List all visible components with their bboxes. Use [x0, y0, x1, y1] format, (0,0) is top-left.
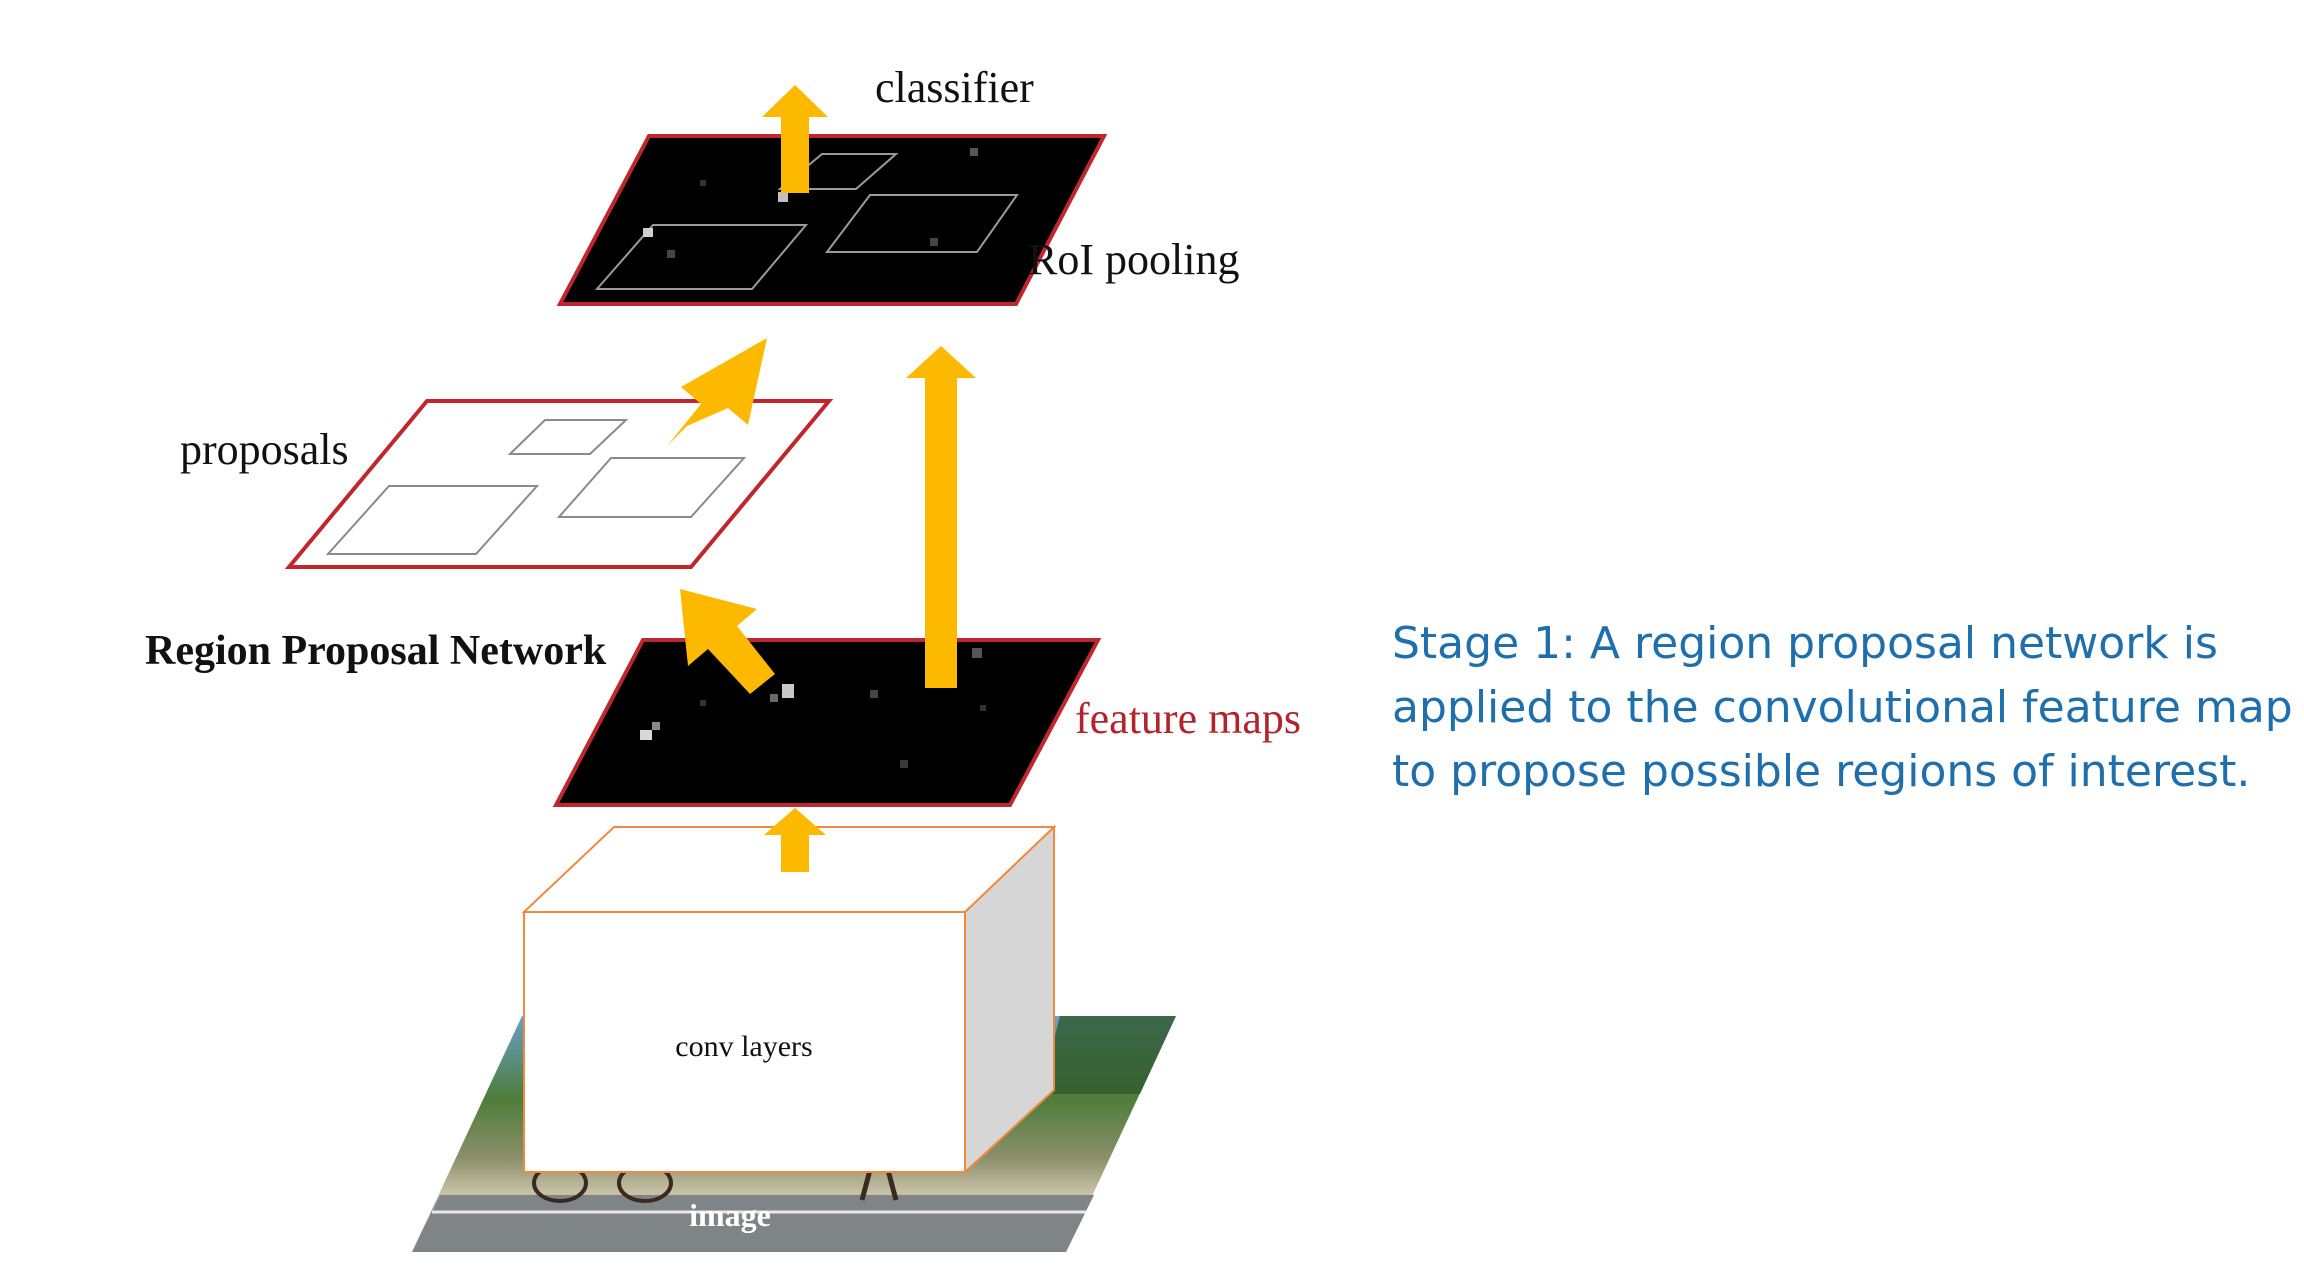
- proposals-label: proposals: [180, 425, 349, 474]
- roi-pooling-label: RoI pooling: [1028, 235, 1239, 284]
- arrow-feature-to-roi: [906, 346, 976, 688]
- feature-maps-label: feature maps: [1075, 694, 1301, 743]
- arrow-proposals-to-roi: [667, 338, 767, 446]
- rpn-label: Region Proposal Network: [145, 628, 607, 674]
- arrow-roi-to-classifier: [762, 85, 828, 193]
- arrow-feature-to-proposals: [680, 589, 775, 694]
- caption-line-2: applied to the convolutional feature map: [1392, 682, 2293, 733]
- image-label: image: [689, 1197, 771, 1233]
- proposals-plane: [284, 399, 834, 569]
- roi-pooling-plane: [556, 134, 1108, 306]
- conv-layers-box: conv layers: [521, 824, 1057, 1175]
- stage-caption: Stage 1: A region proposal network is ap…: [1392, 612, 2293, 804]
- arrow-conv-to-feature: [764, 808, 826, 872]
- caption-line-3: to propose possible regions of interest.: [1392, 746, 2251, 797]
- conv-layers-label: conv layers: [675, 1030, 812, 1063]
- feature-maps-plane: [552, 638, 1102, 807]
- classifier-label: classifier: [875, 63, 1034, 112]
- caption-line-1: Stage 1: A region proposal network is: [1392, 618, 2218, 669]
